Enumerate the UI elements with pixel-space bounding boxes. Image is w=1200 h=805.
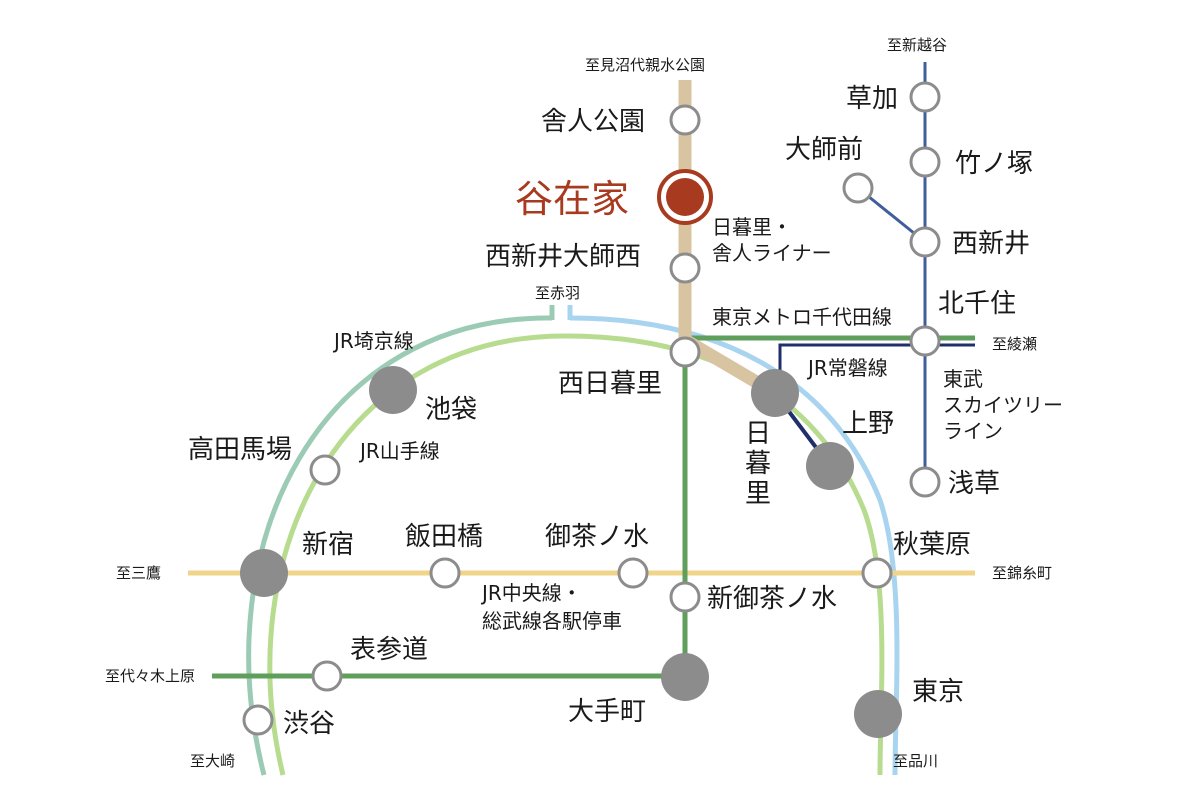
station-shibuya-marker <box>242 704 274 736</box>
station-daishimae-marker <box>842 172 874 204</box>
line-yamanote-label: JR山手線 <box>358 439 440 463</box>
station-takenotsuka-marker <box>909 146 941 178</box>
jr-yamanote-line-arc <box>267 333 885 776</box>
station-kitasenju-marker <box>909 325 941 357</box>
direction-shinkoshigaya-label: 至新越谷 <box>887 36 947 54</box>
direction-ayase-label: 至綾瀬 <box>992 335 1037 353</box>
station-ikebukuro-marker <box>369 366 417 414</box>
station-asakusa-label: 浅草 <box>948 469 1000 499</box>
station-nishi-nippori-marker <box>669 336 701 368</box>
station-otemachi-label: 大手町 <box>568 697 646 727</box>
station-nishiarai-daishi-nishi-marker <box>669 252 701 284</box>
station-shinjuku-marker <box>240 549 288 597</box>
station-ikebukuro-label: 池袋 <box>425 395 477 425</box>
station-nippori-label: 日暮里 <box>745 419 771 509</box>
station-yazaike-label: 谷在家 <box>515 177 629 221</box>
station-omotesando-marker <box>311 660 343 692</box>
direction-kinshicho-label: 至錦糸町 <box>992 564 1052 582</box>
station-iidabashi-label: 飯田橋 <box>405 522 483 552</box>
station-toneri-koen-marker <box>669 104 701 136</box>
station-iidabashi-marker <box>429 557 461 589</box>
station-omotesando-label: 表参道 <box>350 635 428 665</box>
station-soka-marker <box>909 81 941 113</box>
station-akihabara-marker <box>861 557 893 589</box>
station-yazaike-marker <box>666 178 704 216</box>
direction-osaki-label: 至大崎 <box>190 752 235 770</box>
line-tobu-label: 東武スカイツリーライン <box>943 367 1063 443</box>
direction-yoyogi-uehara-label: 至代々木上原 <box>105 667 195 685</box>
station-tokyo-marker <box>854 690 902 738</box>
line-nippori-toneri-liner-label: 日暮里・舎人ライナー <box>712 215 832 265</box>
station-shin-ochanomizu-label: 新御茶ノ水 <box>707 584 837 614</box>
station-nippori-marker <box>751 369 799 417</box>
line-joban-label: JR常磐線 <box>806 356 888 380</box>
station-asakusa-marker <box>909 466 941 498</box>
station-nishiarai-daishi-nishi-label: 西新井大師西 <box>485 242 641 272</box>
direction-akabane-label: 至赤羽 <box>535 284 580 302</box>
station-shin-ochanomizu-marker <box>669 581 701 613</box>
station-akihabara-label: 秋葉原 <box>893 530 971 560</box>
station-kitasenju-label: 北千住 <box>938 289 1016 319</box>
station-toneri-koen-label: 舎人公園 <box>541 107 645 137</box>
station-ochanomizu-marker <box>617 557 649 589</box>
station-ueno-label: 上野 <box>842 409 894 439</box>
station-shinjuku-label: 新宿 <box>302 530 354 560</box>
station-nishiarai-marker <box>909 226 941 258</box>
line-chuo-sobu-label: JR中央線・総武線各駅停車 <box>480 581 622 633</box>
station-daishimae-label: 大師前 <box>785 135 863 165</box>
station-tokyo-label: 東京 <box>912 677 964 707</box>
direction-minuma-label: 至見沼代親水公園 <box>585 56 705 74</box>
station-nishi-nippori-label: 西日暮里 <box>558 369 662 399</box>
line-chiyoda-label: 東京メトロ千代田線 <box>712 305 892 329</box>
station-takenotsuka-label: 竹ノ塚 <box>955 149 1033 179</box>
station-ueno-marker <box>806 442 854 490</box>
line-saikyo-label: JR埼京線 <box>332 329 414 353</box>
station-otemachi-marker <box>661 653 709 701</box>
station-nishiarai-label: 西新井 <box>952 229 1030 259</box>
direction-shinagawa-label: 至品川 <box>893 752 938 770</box>
station-takadanobaba-label: 高田馬場 <box>188 435 292 465</box>
station-ochanomizu-label: 御茶ノ水 <box>545 522 649 552</box>
direction-mitaka-label: 至三鷹 <box>116 564 161 582</box>
station-soka-label: 草加 <box>846 84 898 114</box>
station-takadanobaba-marker <box>309 454 341 486</box>
station-shibuya-label: 渋谷 <box>283 709 335 739</box>
